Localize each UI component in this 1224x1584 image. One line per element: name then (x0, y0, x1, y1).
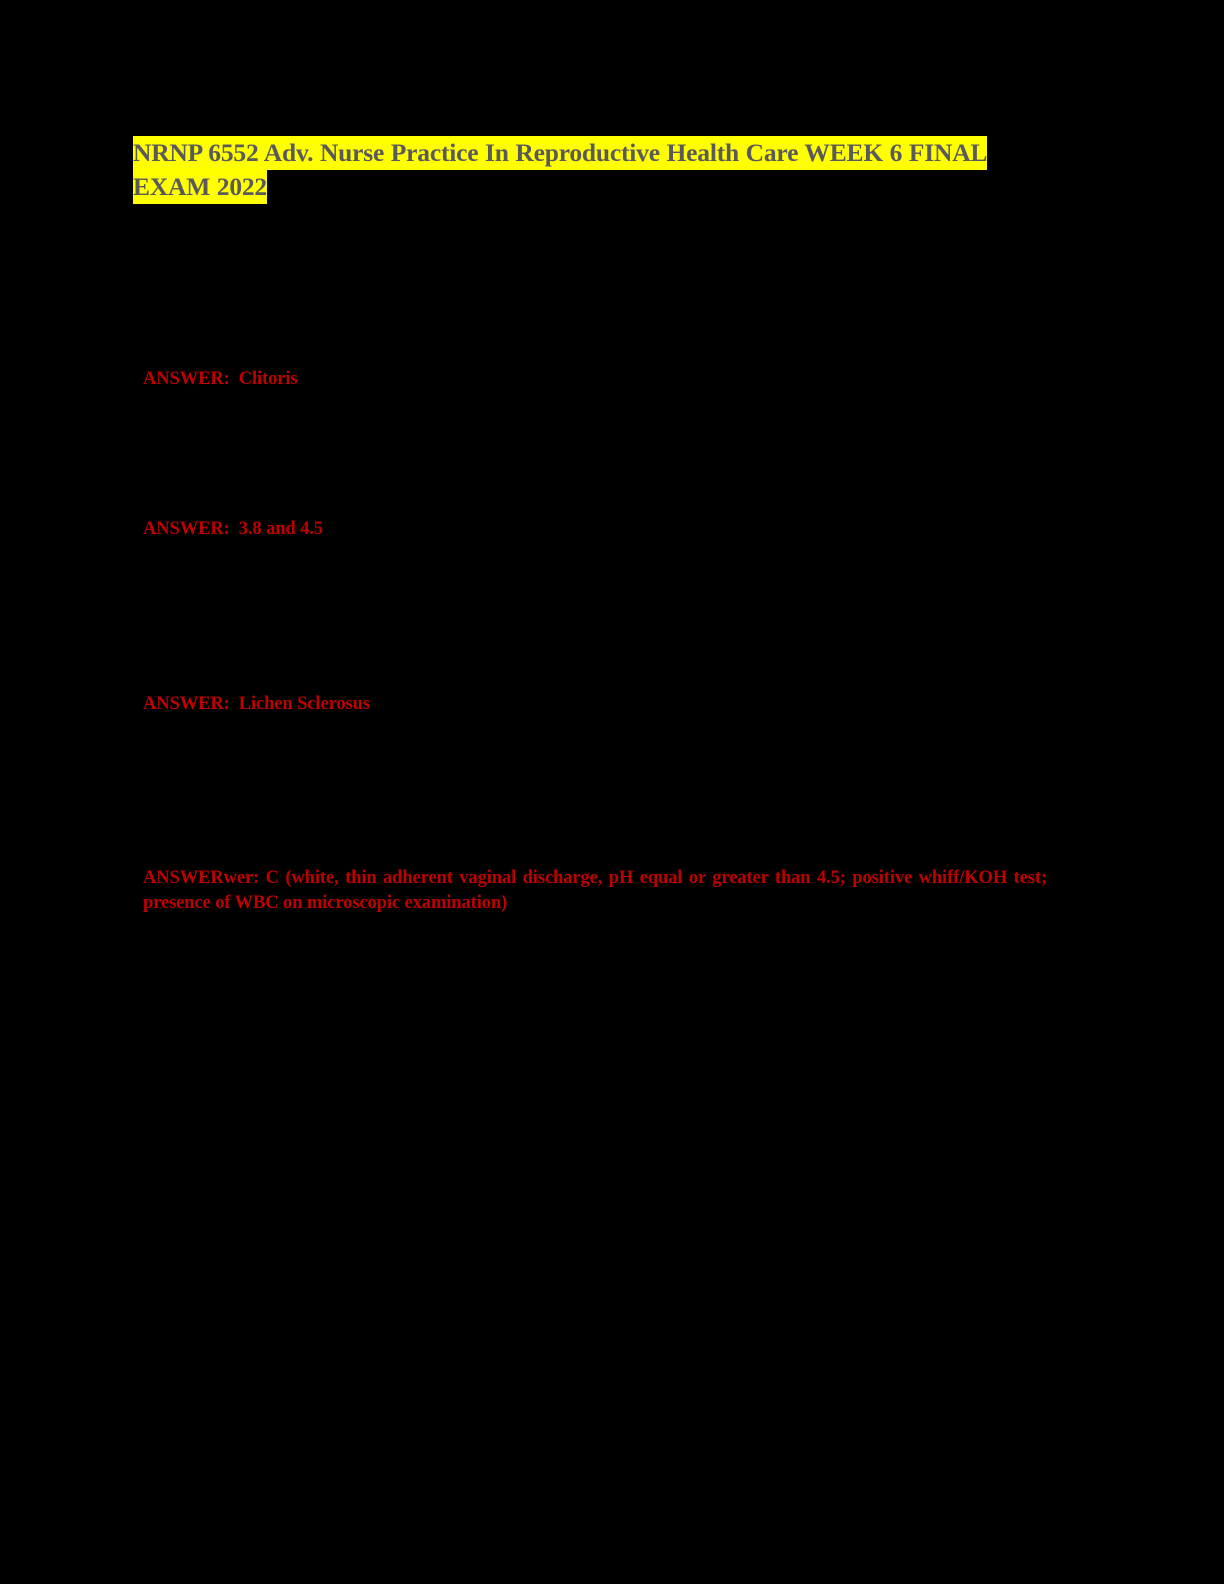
answer-line-2: ANSWER: 3.8 and 4.5 (143, 519, 323, 539)
page-title-line-2: EXAM 2022 (133, 170, 267, 204)
page-title-line-1: NRNP 6552 Adv. Nurse Practice In Reprodu… (133, 136, 987, 170)
page-title: NRNP 6552 Adv. Nurse Practice In Reprodu… (133, 136, 1045, 204)
answer-line-1: ANSWER: Clitoris (143, 369, 298, 389)
answer-line-3: ANSWER: Lichen Sclerosus (143, 694, 370, 714)
answer-paragraph-4: ANSWERwer: C (white, thin adherent vagin… (143, 868, 1047, 913)
